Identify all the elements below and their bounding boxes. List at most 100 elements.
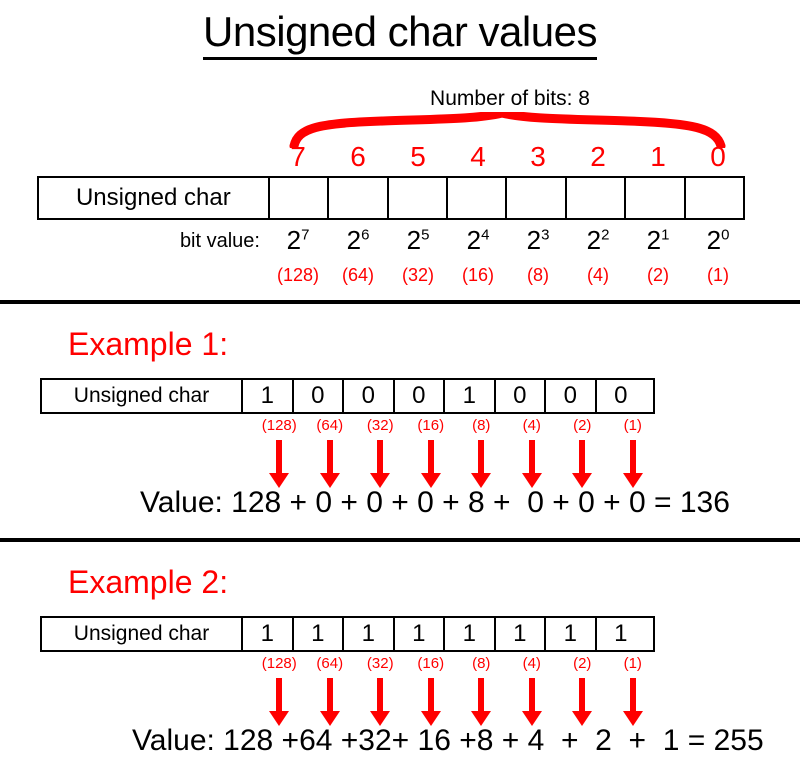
decimal-value: (2) <box>573 417 592 434</box>
example-1-bit-table: Unsigned char 1 0 0 0 1 0 0 0 <box>40 378 655 414</box>
bit-cell: 1 <box>443 380 494 412</box>
bit-cell: 1 <box>342 618 393 650</box>
bit-cell: 1 <box>493 618 545 650</box>
down-arrow-icon <box>269 440 290 488</box>
bit-cell: 1 <box>241 618 292 650</box>
bit-cell <box>683 178 743 218</box>
decimal-value: (2) <box>647 265 669 285</box>
example-1-value-line: Value: 128 + 0 + 0 + 0 + 8 + 0 + 0 + 0 =… <box>140 486 730 519</box>
table-row-label: Unsigned char <box>73 384 210 407</box>
table-row-label: Unsigned char <box>73 622 210 645</box>
bit-cell <box>267 178 327 218</box>
bit-cell: 0 <box>342 380 393 412</box>
bit-index: 3 <box>530 141 546 172</box>
power-of-two: 22 <box>586 225 610 255</box>
arrow-slot <box>557 440 608 488</box>
example-1-arrow-row <box>254 440 658 488</box>
bit-cell <box>386 178 446 218</box>
example-2-heading: Example 2: <box>68 564 229 600</box>
power-of-two: 24 <box>466 225 490 255</box>
decimal-value: (32) <box>366 417 394 434</box>
bit-cell: 0 <box>291 380 343 412</box>
reference-bit-table: Unsigned char <box>37 176 745 220</box>
bit-cell: 0 <box>594 380 646 412</box>
down-arrow-icon <box>471 678 492 726</box>
bit-index: 6 <box>350 141 366 172</box>
down-arrow-icon <box>370 440 391 488</box>
decimal-value: (8) <box>472 417 491 434</box>
example-2-decimal-value-row: (128) (64) (32) (16) (8) (4) (2) (1) <box>254 655 658 675</box>
down-arrow-icon <box>622 440 643 488</box>
bit-index: 7 <box>290 141 306 172</box>
decimal-value: (8) <box>472 655 491 672</box>
arrow-slot <box>456 440 507 488</box>
arrow-slot <box>305 440 356 488</box>
decimal-value: (64) <box>341 265 374 285</box>
bit-cell <box>564 178 624 218</box>
bit-index: 5 <box>410 141 426 172</box>
example-2-value-line: Value: 128 +64 +32+ 16 +8 + 4 + 2 + 1 = … <box>132 724 764 757</box>
arrow-slot <box>254 678 305 726</box>
bit-index: 0 <box>710 141 726 172</box>
example-2-bit-table: Unsigned char 1 1 1 1 1 1 1 1 <box>40 616 655 652</box>
example-1-heading: Example 1: <box>68 326 229 362</box>
bit-cell: 1 <box>392 618 444 650</box>
example-1-decimal-value-row: (128) (64) (32) (16) (8) (4) (2) (1) <box>254 417 658 437</box>
down-arrow-icon <box>622 678 643 726</box>
down-arrow-icon <box>521 678 542 726</box>
decimal-value: (4) <box>522 655 541 672</box>
power-of-two: 20 <box>706 225 730 255</box>
decimal-value: (2) <box>573 655 592 672</box>
decimal-value: (1) <box>623 655 642 672</box>
decimal-value: (32) <box>366 655 394 672</box>
decimal-value: (128) <box>261 417 297 434</box>
decimal-value: (4) <box>522 417 541 434</box>
bit-index-row: 7 6 5 4 3 2 1 0 <box>268 142 748 174</box>
decimal-value: (128) <box>276 265 320 285</box>
decimal-value: (1) <box>623 417 642 434</box>
section-divider <box>0 300 800 304</box>
bit-cell: 1 <box>594 618 646 650</box>
arrow-slot <box>456 678 507 726</box>
reference-decimal-value-row: (128) (64) (32) (16) (8) (4) (2) (1) <box>268 264 748 288</box>
bit-cell: 0 <box>544 380 595 412</box>
bit-index: 4 <box>470 141 486 172</box>
bit-cell <box>624 178 683 218</box>
bit-value-label: bit value: <box>179 230 260 252</box>
arrow-slot <box>557 678 608 726</box>
arrow-slot <box>406 440 457 488</box>
curly-brace-icon <box>288 112 728 148</box>
arrow-slot <box>507 440 558 488</box>
power-of-two: 25 <box>406 225 430 255</box>
bit-cell: 1 <box>291 618 343 650</box>
arrow-slot <box>406 678 457 726</box>
down-arrow-icon <box>420 678 441 726</box>
page-title: Unsigned char values <box>0 6 800 60</box>
power-of-two: 27 <box>286 225 310 255</box>
section-divider <box>0 538 800 542</box>
bit-cell: 1 <box>241 380 292 412</box>
bit-cell <box>327 178 386 218</box>
decimal-value: (16) <box>417 655 445 672</box>
decimal-value: (8) <box>527 265 549 285</box>
bit-cell <box>445 178 505 218</box>
bit-index: 1 <box>650 141 666 172</box>
down-arrow-icon <box>572 678 593 726</box>
down-arrow-icon <box>370 678 391 726</box>
bit-cell <box>505 178 564 218</box>
arrow-slot <box>507 678 558 726</box>
decimal-value: (64) <box>316 417 344 434</box>
down-arrow-icon <box>269 678 290 726</box>
arrow-slot <box>254 440 305 488</box>
bit-cell: 0 <box>493 380 545 412</box>
decimal-value: (4) <box>587 265 609 285</box>
bit-cell: 0 <box>392 380 444 412</box>
bit-index: 2 <box>590 141 606 172</box>
arrow-slot <box>608 678 659 726</box>
down-arrow-icon <box>319 440 340 488</box>
down-arrow-icon <box>521 440 542 488</box>
bit-cell: 1 <box>544 618 595 650</box>
arrow-slot <box>355 440 406 488</box>
arrow-slot <box>305 678 356 726</box>
arrow-slot <box>608 440 659 488</box>
